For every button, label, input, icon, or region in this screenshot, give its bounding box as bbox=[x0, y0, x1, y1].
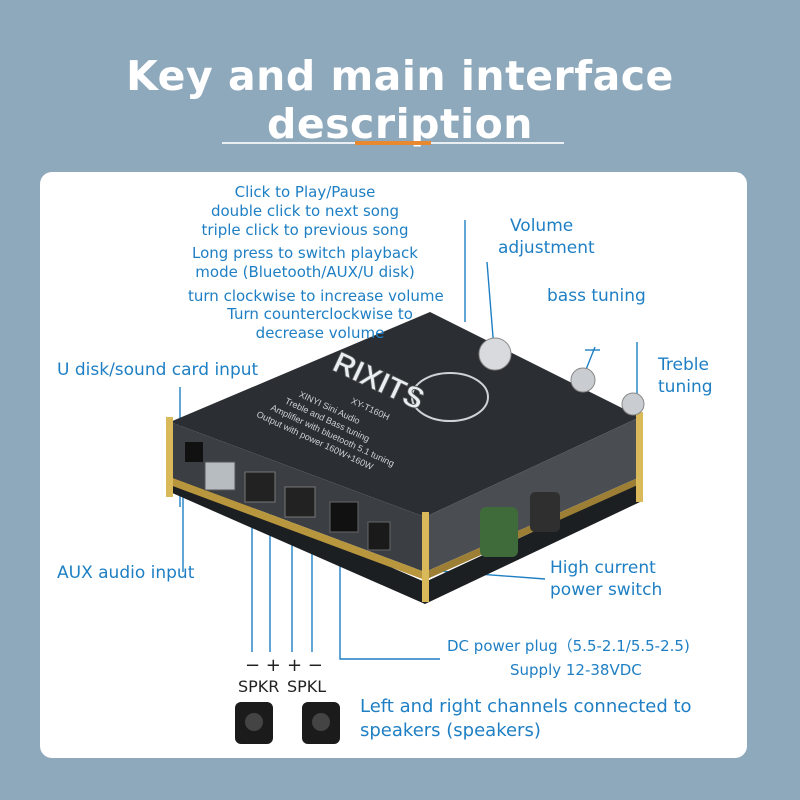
label-treble: Treble tuning bbox=[658, 354, 713, 398]
pcb bbox=[166, 312, 645, 604]
speaker-terminal-r bbox=[244, 471, 276, 503]
pcb-top-face bbox=[170, 312, 640, 517]
aux-jack bbox=[185, 442, 203, 462]
label-speaker-note-1: Left and right channels connected to bbox=[360, 696, 692, 717]
label-volume-1: Volume bbox=[510, 216, 574, 236]
label-spkr: SPKR bbox=[238, 677, 280, 696]
label-treble-2: tuning bbox=[658, 377, 713, 397]
label-counterclockwise: Turn counterclockwise to decrease volume bbox=[210, 305, 430, 343]
amplifier-board-illustration: RIXITS XY-T160H XINYI Sini Audio Treble … bbox=[166, 220, 645, 744]
standoff-1 bbox=[166, 417, 173, 497]
label-speaker-note-2: speakers (speakers) bbox=[360, 720, 541, 741]
capacitor-2 bbox=[530, 492, 560, 532]
pcb-bottom-layer bbox=[170, 472, 640, 604]
label-aux: AUX audio input bbox=[57, 563, 195, 583]
label-spkl: SPKL bbox=[287, 677, 327, 696]
bass-knob bbox=[570, 367, 596, 393]
label-supply: Supply 12-38VDC bbox=[510, 661, 642, 679]
label-dc-plug: DC power plug（5.5-2.1/5.5-2.5) bbox=[447, 637, 690, 655]
capacitor bbox=[480, 507, 518, 557]
dc-jack bbox=[329, 501, 359, 533]
label-udisk: U disk/sound card input bbox=[57, 360, 259, 380]
label-clockwise: turn clockwise to increase volume bbox=[188, 287, 444, 305]
standoff-3 bbox=[636, 412, 643, 502]
title-underline-accent bbox=[355, 141, 431, 145]
label-spkl-poles: + − bbox=[287, 655, 323, 676]
callout-line-bass bbox=[584, 346, 596, 373]
label-play-pause: Click to Play/Pause double click to next… bbox=[190, 183, 420, 240]
usb-port bbox=[204, 461, 236, 491]
label-play-pause-1: Click to Play/Pause bbox=[234, 183, 376, 201]
label-counterclockwise-1: Turn counterclockwise to bbox=[227, 305, 413, 323]
label-volume: Volume adjustment bbox=[498, 215, 595, 259]
power-switch bbox=[367, 521, 391, 551]
label-long-press-2: mode (Bluetooth/AUX/U disk) bbox=[195, 263, 415, 281]
label-power-switch: High current power switch bbox=[550, 557, 662, 601]
label-bass: bass tuning bbox=[547, 286, 646, 306]
label-play-pause-3: triple click to previous song bbox=[201, 221, 409, 239]
label-counterclockwise-2: decrease volume bbox=[255, 324, 385, 342]
pcb-edge-gold bbox=[170, 477, 425, 580]
label-long-press-1: Long press to switch playback bbox=[192, 244, 418, 262]
label-volume-2: adjustment bbox=[498, 238, 595, 258]
diagram-card: RIXITS XY-T160H XINYI Sini Audio Treble … bbox=[40, 172, 747, 758]
label-spkr-poles: − + bbox=[245, 655, 281, 676]
title-underline-left bbox=[222, 142, 355, 144]
title-underline-right bbox=[431, 142, 564, 144]
label-power-switch-1: High current bbox=[550, 558, 656, 578]
label-treble-1: Treble bbox=[658, 355, 709, 375]
page-title: Key and main interface description bbox=[126, 52, 674, 148]
label-long-press: Long press to switch playback mode (Blue… bbox=[190, 244, 420, 282]
speaker-icons bbox=[235, 702, 340, 744]
label-play-pause-2: double click to next song bbox=[210, 202, 400, 220]
speaker-terminal-l bbox=[284, 486, 316, 518]
label-speaker-note: Left and right channels connected to spe… bbox=[360, 695, 692, 743]
volume-knob bbox=[478, 337, 512, 371]
treble-knob bbox=[621, 392, 645, 416]
label-power-switch-2: power switch bbox=[550, 580, 663, 600]
standoff-2 bbox=[422, 512, 429, 602]
board-logo-ring bbox=[411, 372, 489, 422]
